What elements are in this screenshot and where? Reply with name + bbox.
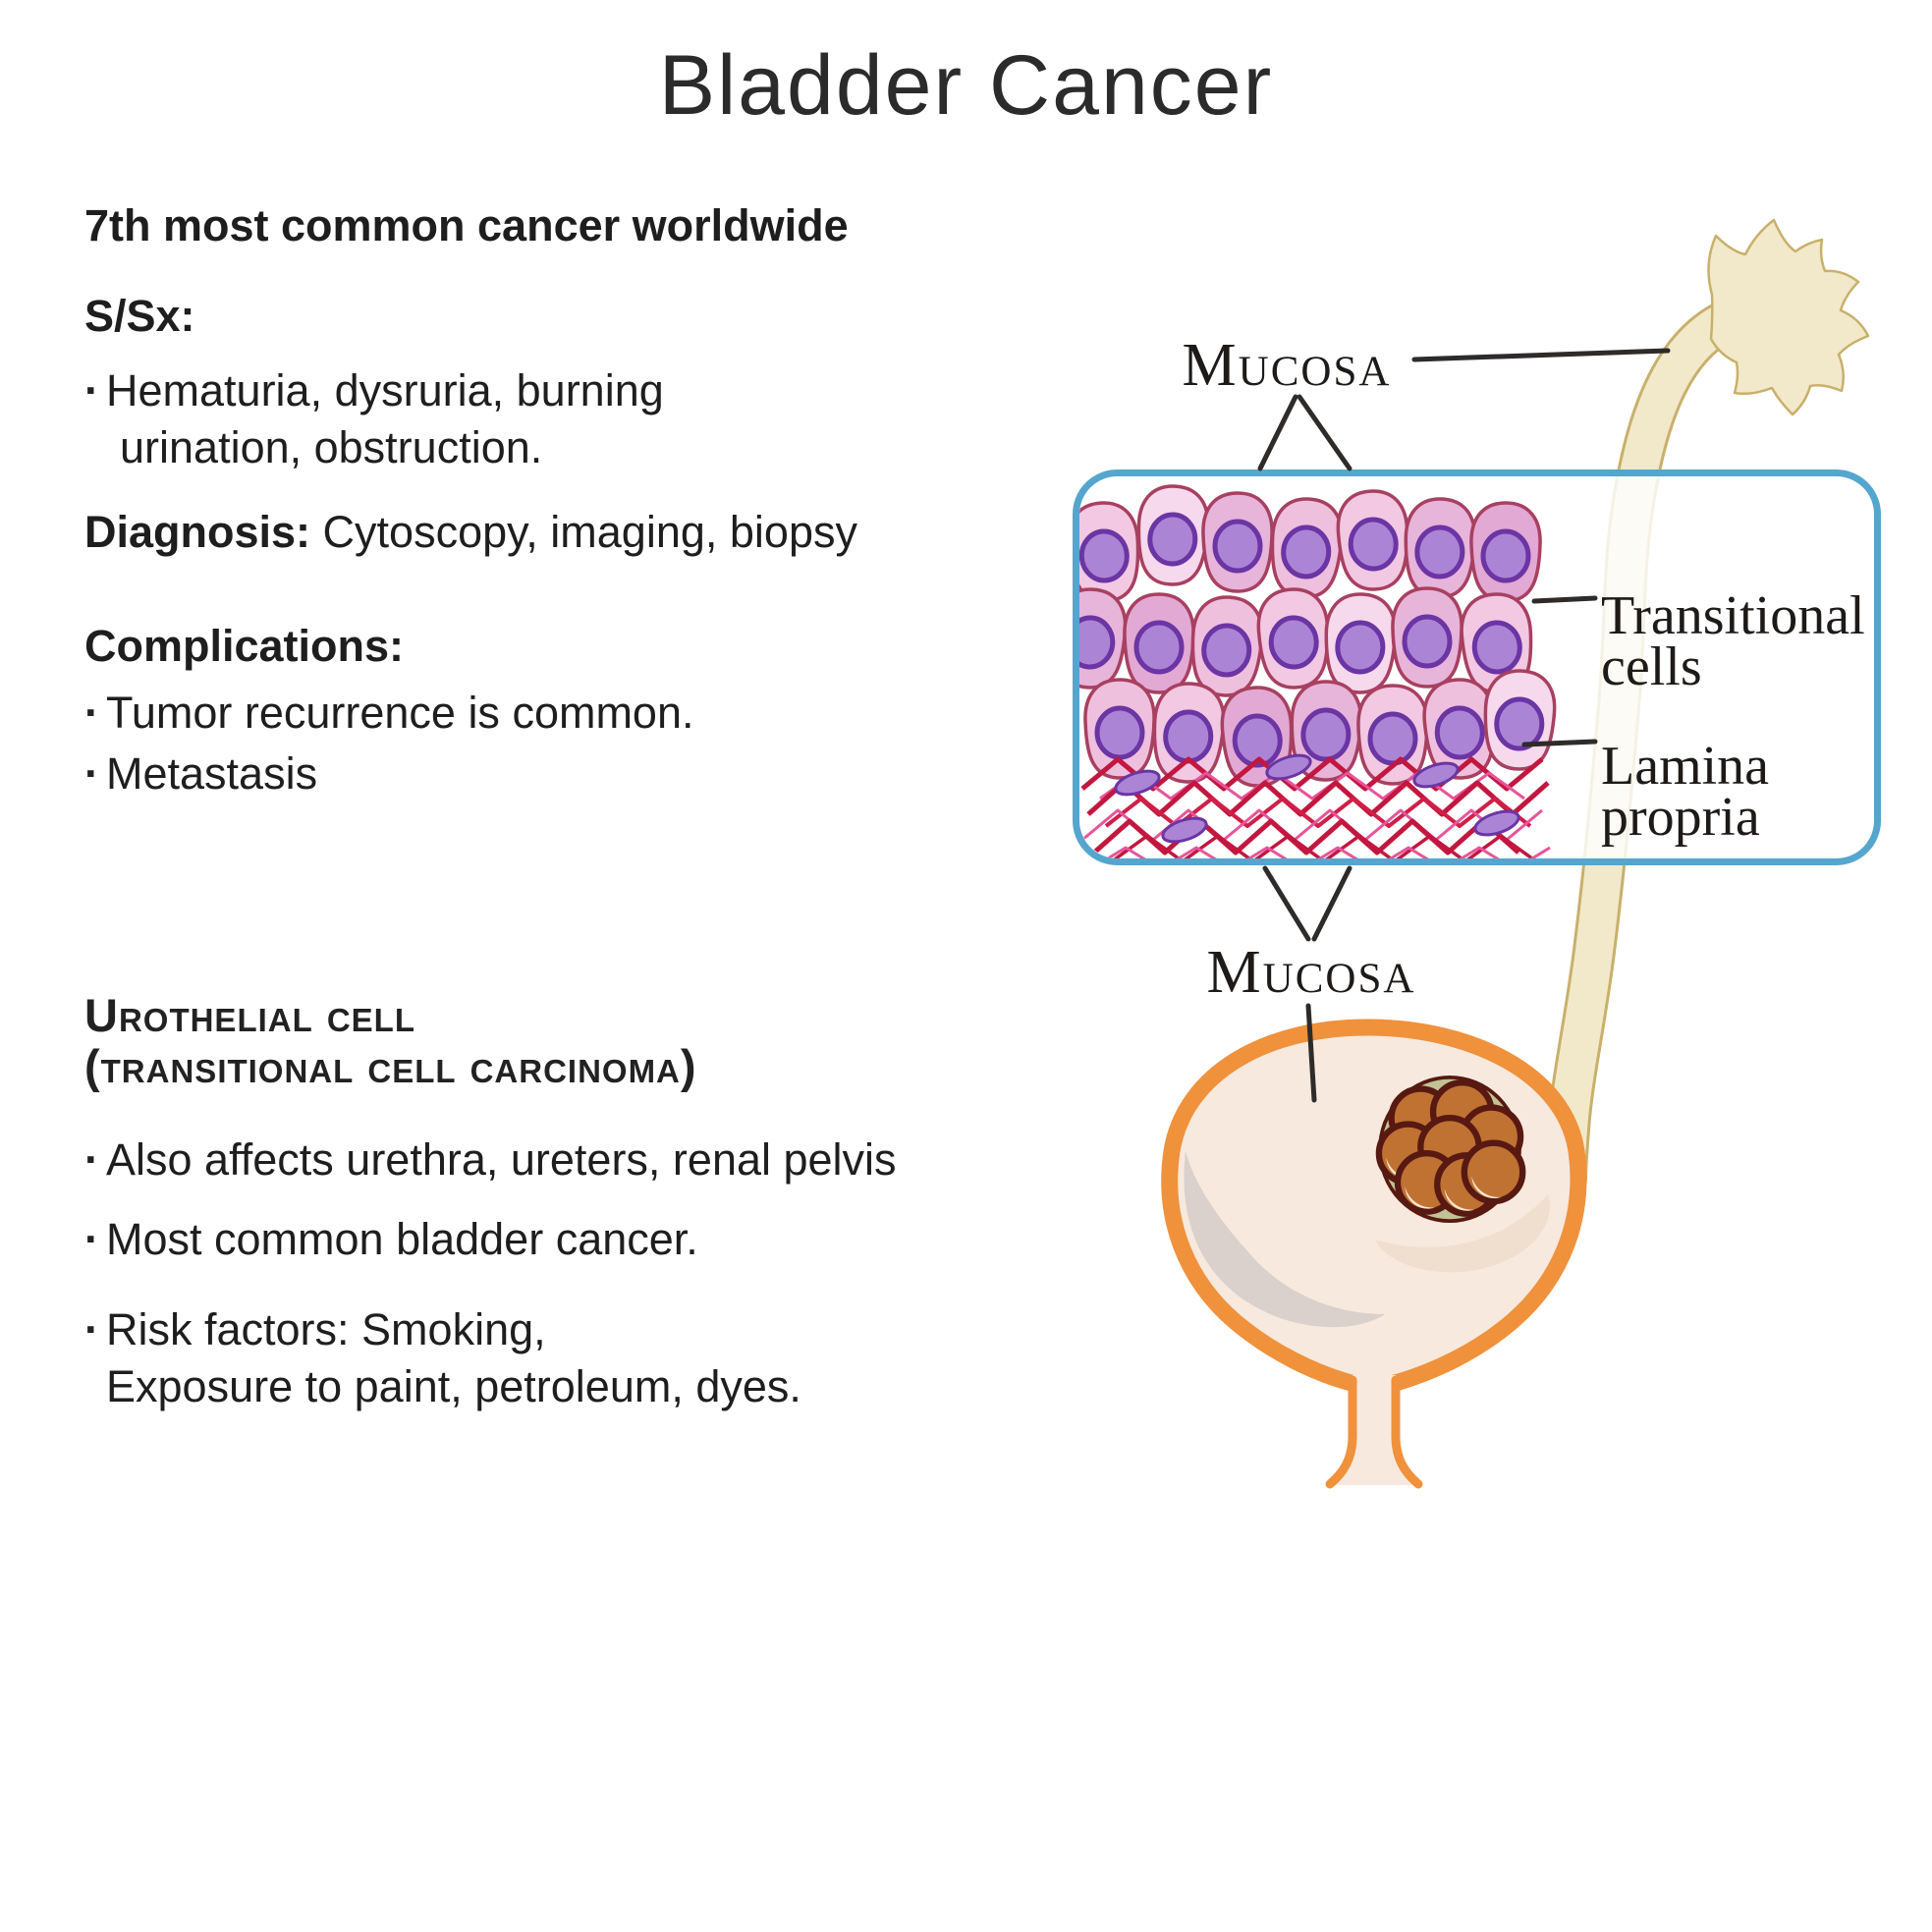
bladder [1161, 1019, 1587, 1489]
transitional-cell [1356, 684, 1429, 786]
lamina-propria-label-line1: Lamina [1601, 736, 1769, 797]
complications-heading: Complications: [84, 621, 405, 671]
fibroblast-nucleus [1114, 769, 1161, 797]
renal-pelvis [1707, 218, 1870, 416]
diagnosis-label: Diagnosis: [84, 507, 311, 557]
ssx-bullet: · Hematuria, dysruria, burning urination… [84, 365, 664, 473]
risk-factors-line1: Risk factors: Smoking, [106, 1304, 546, 1354]
transitional-cells-label-line2: cells [1601, 636, 1702, 697]
fibroblast-nucleus [1412, 761, 1460, 789]
mucosa-bottom-v-right [1311, 865, 1352, 942]
bullet-dot: · [84, 1214, 99, 1264]
lamina-propria-fiber [1080, 756, 1544, 792]
transitional-cell [1469, 501, 1542, 603]
mucosa-to-bladder-line [1305, 1003, 1317, 1103]
ssx-bullet-line2: urination, obstruction. [120, 422, 543, 472]
transitional-cell [1083, 678, 1156, 780]
mucosa-to-ureter-line [1411, 348, 1671, 362]
mucosa-label-top: Mucosa [1183, 332, 1392, 399]
urothelial-heading-line1: Urothelial cell [84, 989, 415, 1041]
mucosa-top-caret-left [1257, 394, 1298, 471]
urothelial-heading-line2: (transitional cell carcinoma) [84, 1040, 697, 1092]
pointer-lines [1257, 348, 1671, 1103]
urethra-left-wall [1325, 1375, 1357, 1489]
lamina-propria-fiber [1092, 818, 1520, 856]
transitional-cells-label-line1: Transitional [1601, 585, 1865, 646]
lamina-propria-fiber [1099, 771, 1525, 800]
lamina-propria-label-line2: propria [1601, 787, 1760, 848]
transitional-cell [1391, 586, 1463, 689]
mucosa-label-bottom: Mucosa [1207, 939, 1416, 1006]
subtitle-7th-most-common: 7th most common cancer worldwide [84, 200, 849, 250]
transitional-cell [1483, 669, 1557, 771]
bullet-dot: · [84, 1304, 99, 1354]
urothelial-bullet-1: · Also affects urethra, ureters, renal p… [84, 1134, 897, 1185]
transitional-cell [1256, 587, 1330, 690]
bladder-wall [1161, 1019, 1587, 1395]
transitional-cell [1220, 686, 1294, 788]
transitional-cell [1079, 587, 1128, 690]
transitional-cell [1136, 484, 1210, 586]
bullet-dot: · [84, 365, 99, 415]
transitional-cell [1152, 682, 1226, 784]
bladder-tumor [1379, 1077, 1522, 1221]
urothelial-heading: Urothelial cell (transitional cell carci… [84, 990, 697, 1092]
lamina-propria-fiber [1086, 780, 1550, 817]
urothelial-bullet-2: · Most common bladder cancer. [84, 1214, 698, 1264]
fibroblast-nucleus [1473, 809, 1520, 837]
lamina-propria-line [1521, 739, 1598, 747]
transitional-cell [1201, 491, 1274, 593]
transitional-cell [1324, 592, 1398, 694]
diagnosis-line: Diagnosis: Cytoscopy, imaging, biopsy [84, 507, 857, 558]
transitional-cell [1336, 489, 1409, 591]
transitional-cells-layer [1079, 484, 1557, 858]
ssx-bullet-line1: Hematuria, dysruria, burning [106, 365, 664, 415]
page-title: Bladder Cancer [658, 38, 1274, 133]
ureter-opening-swoosh [1375, 1194, 1550, 1273]
transitional-cell [1460, 592, 1533, 694]
bullet-dot: · [84, 688, 99, 738]
bullet-dot: · [84, 1134, 99, 1185]
transitional-cell [1123, 592, 1195, 694]
transitional-cell [1404, 497, 1477, 599]
transitional-cells-line [1531, 595, 1598, 604]
fibroblast-nucleus [1265, 753, 1312, 781]
urothelial-bullet-3: · Risk factors: Smoking, Exposure to pai… [84, 1304, 801, 1412]
lamina-propria-fiber [1089, 846, 1551, 858]
diagnosis-text: Cytoscopy, imaging, biopsy [310, 507, 857, 557]
bullet-dot: · [84, 748, 99, 799]
complication-bullet-1: · Tumor recurrence is common. [84, 688, 694, 738]
bladder-shadow [1184, 1151, 1385, 1328]
transitional-cell [1190, 595, 1264, 697]
urethra-right-wall [1391, 1375, 1423, 1489]
inset-box-border [1073, 469, 1881, 865]
complication-bullet-2: · Metastasis [84, 748, 318, 799]
mucosa-top-caret-right [1297, 394, 1352, 471]
transitional-cell [1079, 501, 1140, 603]
fibroblast-nucleus [1161, 816, 1208, 844]
ssx-heading: S/Sx: [84, 291, 195, 341]
risk-factors-line2: Exposure to paint, petroleum, dyes. [106, 1361, 801, 1411]
lamina-propria-fiber [1081, 808, 1543, 842]
mucosa-bottom-v-left [1262, 865, 1311, 942]
mucosa-inset-box [1073, 469, 1881, 865]
